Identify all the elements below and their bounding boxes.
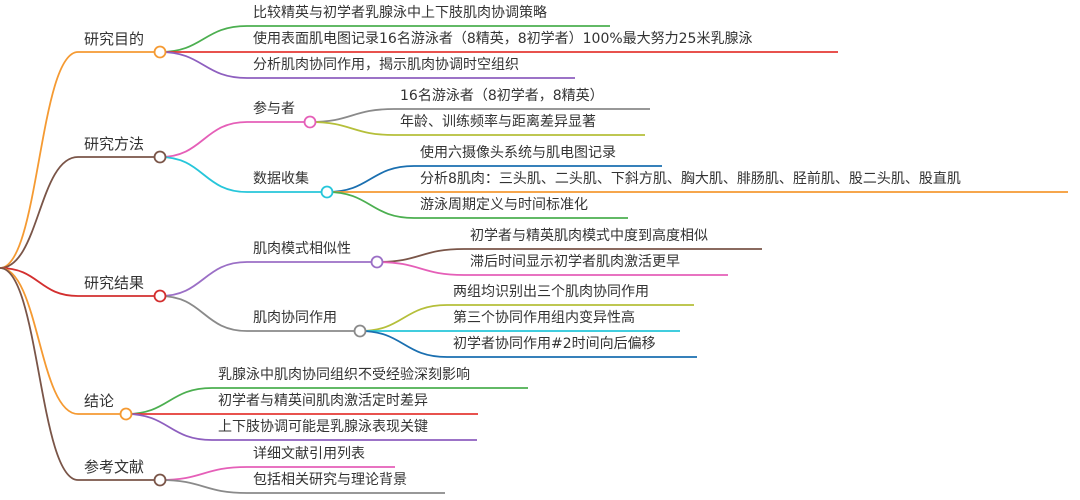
leaf-label: 游泳周期定义与时间标准化	[420, 197, 588, 213]
leaf-label: 滞后时间显示初学者肌肉激活更早	[470, 254, 680, 270]
leaf-connector	[359, 304, 448, 332]
subtopic-label: 参与者	[253, 101, 295, 117]
leaf-label: 两组均识别出三个肌肉协同作用	[453, 284, 649, 300]
leaf-label: 上下肢协调可能是乳腺泳表现关键	[218, 419, 428, 435]
leaf-label: 分析8肌肉：三头肌、二头肌、下斜方肌、胸大肌、腓肠肌、胫前肌、股二头肌、股直肌	[420, 171, 961, 187]
subtopic-label: 肌肉模式相似性	[253, 241, 351, 257]
subtopic-label: 数据收集	[253, 171, 309, 187]
leaf-label: 使用表面肌电图记录16名游泳者（8精英，8初学者）100%最大努力25米乳腺泳	[253, 31, 753, 47]
leaf-connector	[159, 25, 248, 53]
subtopic-node-dot	[353, 324, 367, 338]
branch-label: 参考文献	[84, 458, 145, 476]
leaf-connector	[159, 479, 248, 494]
branch-node-dot	[153, 473, 167, 487]
leaf-connector	[359, 330, 448, 358]
branch-connector	[0, 51, 79, 269]
branch-connector	[0, 267, 79, 415]
leaf-connector	[376, 248, 465, 263]
leaf-connector	[326, 191, 415, 219]
leaf-connector	[309, 121, 395, 136]
leaf-connector	[125, 387, 213, 415]
branch-node-dot	[119, 407, 133, 421]
branch-label: 研究结果	[84, 274, 145, 292]
branch-label: 结论	[84, 392, 115, 410]
leaf-connector	[376, 261, 465, 276]
subtopic-node-dot	[303, 115, 317, 129]
branch-connector	[0, 267, 79, 481]
subtopic-node-dot	[370, 255, 384, 269]
subtopic-connector	[159, 121, 248, 158]
leaf-connector	[326, 165, 415, 193]
leaf-connector	[125, 413, 213, 441]
leaf-label: 乳腺泳中肌肉协同组织不受经验深刻影响	[218, 367, 470, 383]
branch-connector	[0, 156, 79, 269]
branch-node-dot	[153, 45, 167, 59]
leaf-connector	[159, 51, 248, 79]
leaf-label: 16名游泳者（8初学者，8精英）	[400, 88, 604, 104]
branch-label: 研究方法	[84, 135, 145, 153]
subtopic-connector	[159, 295, 248, 332]
leaf-label: 初学者与精英间肌肉激活定时差异	[218, 393, 428, 409]
leaf-label: 初学者与精英肌肉模式中度到高度相似	[470, 228, 708, 244]
branch-node-dot	[153, 289, 167, 303]
leaf-label: 包括相关研究与理论背景	[253, 472, 407, 488]
leaf-label: 比较精英与初学者乳腺泳中上下肢肌肉协调策略	[253, 5, 547, 21]
leaf-connector	[159, 466, 248, 481]
subtopic-connector	[159, 261, 248, 297]
branch-node-dot	[153, 150, 167, 164]
branch-label: 研究目的	[84, 30, 145, 48]
leaf-label: 使用六摄像头系统与肌电图记录	[420, 145, 616, 161]
leaf-label: 初学者协同作用#2时间向后偏移	[453, 336, 656, 352]
leaf-label: 详细文献引用列表	[253, 446, 365, 462]
leaf-label: 第三个协同作用组内变异性高	[453, 310, 635, 326]
subtopic-label: 肌肉协同作用	[253, 310, 337, 326]
subtopic-connector	[159, 156, 248, 193]
leaf-connector	[309, 108, 395, 123]
subtopic-node-dot	[320, 185, 334, 199]
branch-connector	[0, 267, 79, 297]
leaf-label: 年龄、训练频率与距离差异显著	[400, 114, 596, 130]
leaf-label: 分析肌肉协同作用，揭示肌肉协调时空组织	[253, 57, 519, 73]
